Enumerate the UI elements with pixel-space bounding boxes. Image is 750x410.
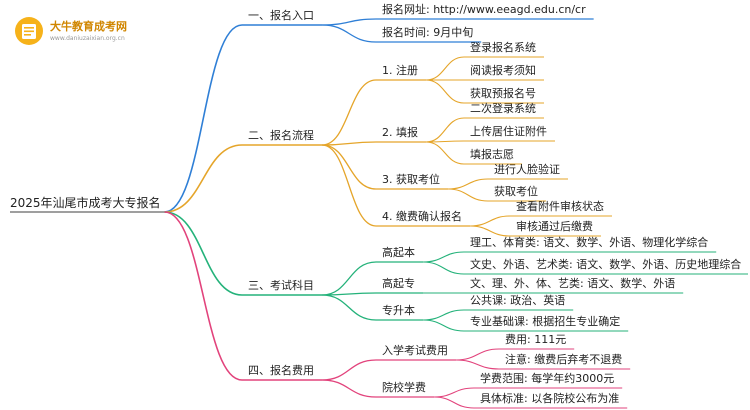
logo-name: 大牛教育成考网 <box>50 20 127 33</box>
child-connector <box>321 144 377 190</box>
child-connector <box>321 18 377 26</box>
leaf-connector <box>447 178 489 190</box>
child-connector <box>321 79 377 146</box>
child-connector <box>321 144 377 227</box>
step-register-item: 获取预报名号 <box>470 87 536 100</box>
step-payment-item: 查看附件审核状态 <box>516 200 604 213</box>
subject-item: 文史、外语、艺术类: 语文、数学、外语、历史地理综合 <box>470 258 742 271</box>
step-fill-item: 二次登录系统 <box>470 102 536 115</box>
branch-registration-process: 二、报名流程 <box>248 129 314 142</box>
leaf-connector <box>469 225 511 237</box>
branch-connector <box>164 144 243 213</box>
child-connector <box>321 141 377 146</box>
leaf-connector <box>469 215 511 227</box>
step-payment-item: 审核通过后缴费 <box>516 220 593 233</box>
leaf-connector <box>425 141 465 165</box>
leaf-connector <box>433 396 475 409</box>
fee-tuition: 院校学费 <box>382 381 426 394</box>
step-register-item: 登录报名系统 <box>470 41 536 54</box>
subject-item: 理工、体育类: 语文、数学、外语、物理化学综合 <box>470 236 709 249</box>
leaf-connector <box>425 117 465 143</box>
step-payment: 4. 缴费确认报名 <box>382 210 462 223</box>
level-gaoqizhuan: 高起专 <box>382 277 415 290</box>
branch-exam-subjects: 三、考试科目 <box>248 279 314 292</box>
leaf-connector <box>455 348 500 361</box>
branch-registration-entry: 一、报名入口 <box>248 9 314 22</box>
branch-connector <box>164 24 243 213</box>
level-zhuanshengben: 专升本 <box>382 304 415 317</box>
logo-url: www.daniuzaixian.org.cn <box>50 35 125 42</box>
leaf-connector <box>422 261 465 275</box>
leaf-connector <box>422 251 465 263</box>
leaf-connector <box>422 309 465 321</box>
child-connector <box>321 379 377 398</box>
registration-time: 报名时间: 9月中旬 <box>382 26 474 39</box>
level-gaoqiben: 高起本 <box>382 246 415 259</box>
child-connector <box>321 359 377 381</box>
step-register: 1. 注册 <box>382 64 418 77</box>
step-fill-item: 上传居住证附件 <box>470 125 547 138</box>
branch-connector <box>164 211 243 296</box>
leaf-connector <box>422 319 465 332</box>
subject-item: 专业基础课: 根据招生专业确定 <box>470 315 621 328</box>
child-connector <box>321 24 377 43</box>
step-fill: 2. 填报 <box>382 126 418 139</box>
leaf-connector <box>447 188 489 202</box>
child-connector <box>321 261 377 296</box>
fee-item: 费用: 111元 <box>505 333 567 346</box>
step-seat-item: 进行人脸验证 <box>494 163 560 176</box>
root-topic: 2025年汕尾市成考大专报名 <box>10 196 161 210</box>
registration-url: 报名网址: http://www.eeagd.edu.cn/cr <box>382 3 586 16</box>
fee-item: 具体标准: 以各院校公布为准 <box>480 392 620 405</box>
book-icon <box>15 17 43 45</box>
fee-exam: 入学考试费用 <box>382 344 448 357</box>
subject-item: 文、理、外、体、艺类: 语文、数学、外语 <box>470 277 676 290</box>
fee-item: 注意: 缴费后弃考不退费 <box>505 353 623 366</box>
branch-connector <box>164 211 243 381</box>
step-register-item: 阅读报考须知 <box>470 64 536 77</box>
subject-item: 公共课: 政治、英语 <box>470 294 566 307</box>
child-connector <box>321 294 377 321</box>
step-seat-item: 获取考位 <box>494 185 538 198</box>
step-fill-item: 填报志愿 <box>470 148 514 161</box>
branch-fees: 四、报名费用 <box>248 364 314 377</box>
fee-item: 学费范围: 每学年约3000元 <box>480 372 615 385</box>
leaf-connector <box>433 387 475 398</box>
site-logo: 大牛教育成考网 www.daniuzaixian.org.cn <box>14 14 132 48</box>
leaf-connector <box>425 56 465 81</box>
leaf-connector <box>455 359 500 370</box>
step-seat: 3. 获取考位 <box>382 173 440 186</box>
leaf-connector <box>425 79 465 104</box>
